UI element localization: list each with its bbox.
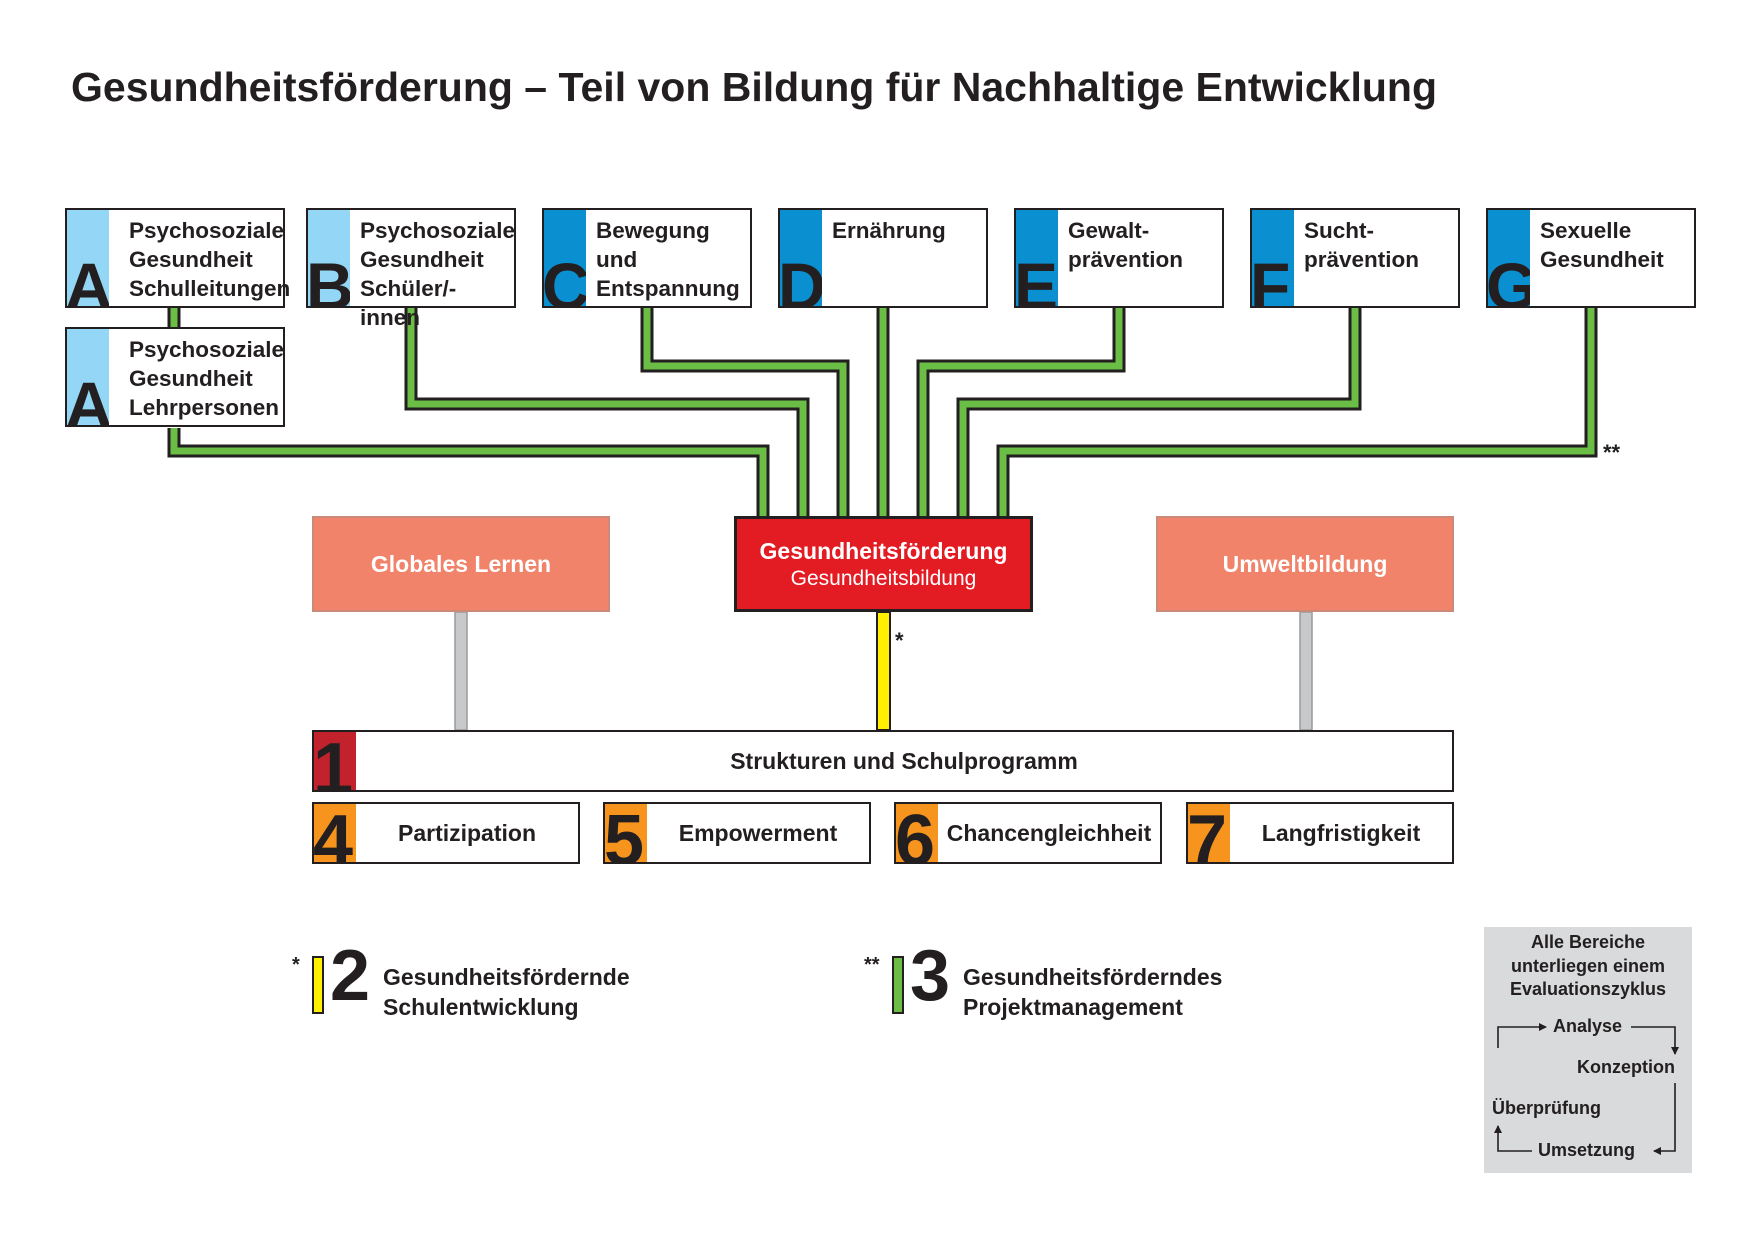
category-c: C Bewegung und Entspannung: [542, 208, 752, 308]
category-label: Psychosoziale Gesundheit Schulleitungen: [129, 218, 291, 301]
evaluation-step-konzeption: Konzeption: [1577, 1057, 1675, 1077]
category-letter: F: [1252, 249, 1291, 306]
evaluation-step-ueberpruefung: Überprüfung: [1492, 1098, 1601, 1118]
legend-schulentwicklung: * 2 Gesundheitsfördernde Schulentwicklun…: [290, 940, 690, 1020]
principle-label: Empowerment: [678, 819, 838, 846]
arrow-to-ueberpruefung: [1494, 1125, 1532, 1152]
legend-swatch-yellow: [312, 956, 324, 1014]
arrow-to-umsetzung: [1653, 1083, 1676, 1155]
category-letter: C: [544, 249, 586, 306]
principle-number-strip: 5: [605, 804, 647, 862]
category-a1: A1 Psychosoziale Gesundheit Schulleitung…: [65, 208, 291, 308]
evaluation-cycle-box: Alle Bereiche unterliegen einem Evaluati…: [1484, 927, 1692, 1173]
category-e: E Gewalt- prävention: [1014, 208, 1224, 308]
evaluation-step-umsetzung: Umsetzung: [1538, 1140, 1636, 1160]
arrow-to-konzeption: [1631, 1026, 1679, 1055]
category-f: F Sucht- prävention: [1250, 208, 1460, 308]
page-title: Gesundheitsförderung – Teil von Bildung …: [71, 64, 1437, 110]
principle-label: Langfristigkeit: [1261, 819, 1421, 846]
category-a2: A2 Psychosoziale Gesundheit Lehrpersonen: [65, 327, 285, 427]
category-label: Sexuelle Gesundheit: [1540, 218, 1664, 272]
structure-number: 1: [314, 732, 354, 790]
category-letter: A2: [67, 368, 109, 425]
legend-marker: **: [864, 954, 880, 976]
structure-label: Strukturen und Schulprogramm: [730, 747, 1078, 774]
category-letter: D: [780, 249, 822, 306]
connector-f: [956, 308, 1362, 516]
principle-number: 5: [605, 804, 645, 862]
field-globales-lernen: Globales Lernen: [312, 516, 610, 612]
principle-label: Chancengleichheit: [946, 819, 1152, 846]
category-g: G Sexuelle Gesundheit: [1486, 208, 1696, 308]
category-letter: B: [308, 249, 350, 306]
principle-number: 6: [896, 804, 936, 862]
yellow-connector: [876, 611, 891, 731]
category-strip: E: [1016, 210, 1058, 306]
category-strip: D: [780, 210, 822, 306]
category-label: Gewalt- prävention: [1068, 218, 1184, 272]
principle-number-strip: 4: [314, 804, 356, 862]
legend-number: 2: [330, 936, 371, 1016]
legend-number: 3: [910, 936, 951, 1016]
marker-double-asterisk: **: [1603, 440, 1621, 465]
category-b: B Psychosoziale Gesundheit Schüler/-inne…: [306, 208, 516, 330]
category-strip: F: [1252, 210, 1294, 306]
legend-marker: *: [292, 954, 300, 976]
principle-number: 4: [314, 804, 354, 862]
connector-a2: [167, 428, 770, 516]
marker-asterisk: *: [895, 628, 904, 653]
principle-number: 7: [1188, 804, 1228, 862]
category-letter: A1: [67, 249, 109, 306]
connector-e: [916, 308, 1126, 516]
category-strip: B: [308, 210, 350, 306]
structure-bar: 1 Strukturen und Schulprogramm: [312, 730, 1454, 792]
connector-b: [404, 308, 810, 516]
category-label: Ernährung: [832, 218, 946, 243]
category-label: Bewegung und Entspannung: [596, 218, 740, 301]
category-label: Psychosoziale Gesundheit Lehrpersonen: [129, 337, 285, 420]
connector-g: [996, 308, 1598, 516]
category-d: D Ernährung: [778, 208, 988, 308]
arrow-to-analyse: [1497, 1023, 1547, 1048]
category-label: Psychosoziale Gesundheit Schüler/-innen: [360, 218, 516, 330]
principle-partizipation: 4 Partizipation: [312, 802, 580, 864]
principle-number-strip: 7: [1188, 804, 1230, 862]
legend-projektmanagement: ** 3 Gesundheitsförderndes Projektmanage…: [862, 940, 1282, 1020]
field-title: Gesundheitsförderung: [759, 537, 1008, 564]
connector-c: [640, 308, 850, 516]
principle-number-strip: 6: [896, 804, 938, 862]
field-gesundheitsfoerderung: Gesundheitsförderung Gesundheitsbildung: [734, 516, 1033, 612]
principle-chancengleichheit: 6 Chancengleichheit: [894, 802, 1162, 864]
structure-number-strip: 1: [314, 732, 356, 790]
category-letter: E: [1016, 249, 1058, 306]
category-strip: A2: [67, 329, 109, 425]
principle-langfristigkeit: 7 Langfristigkeit: [1186, 802, 1454, 864]
legend-label: Gesundheitsfördernde Schulentwicklung: [383, 964, 630, 1020]
principle-label: Partizipation: [397, 819, 536, 846]
evaluation-cycle-arrows: [1494, 1023, 1679, 1155]
field-umweltbildung: Umweltbildung: [1156, 516, 1454, 612]
evaluation-heading: Alle Bereiche unterliegen einem Evaluati…: [1509, 932, 1667, 999]
category-letter: G: [1488, 249, 1530, 306]
legend-label: Gesundheitsförderndes Projektmanagement: [963, 964, 1223, 1020]
principle-empowerment: 5 Empowerment: [603, 802, 871, 864]
category-label: Sucht- prävention: [1304, 218, 1420, 272]
category-strip: A1: [67, 210, 109, 306]
category-strip: C: [544, 210, 586, 306]
field-subtitle: Gesundheitsbildung: [790, 566, 977, 590]
evaluation-step-analyse: Analyse: [1553, 1016, 1623, 1036]
category-strip: G: [1488, 210, 1530, 306]
legend-swatch-green: [892, 956, 904, 1014]
